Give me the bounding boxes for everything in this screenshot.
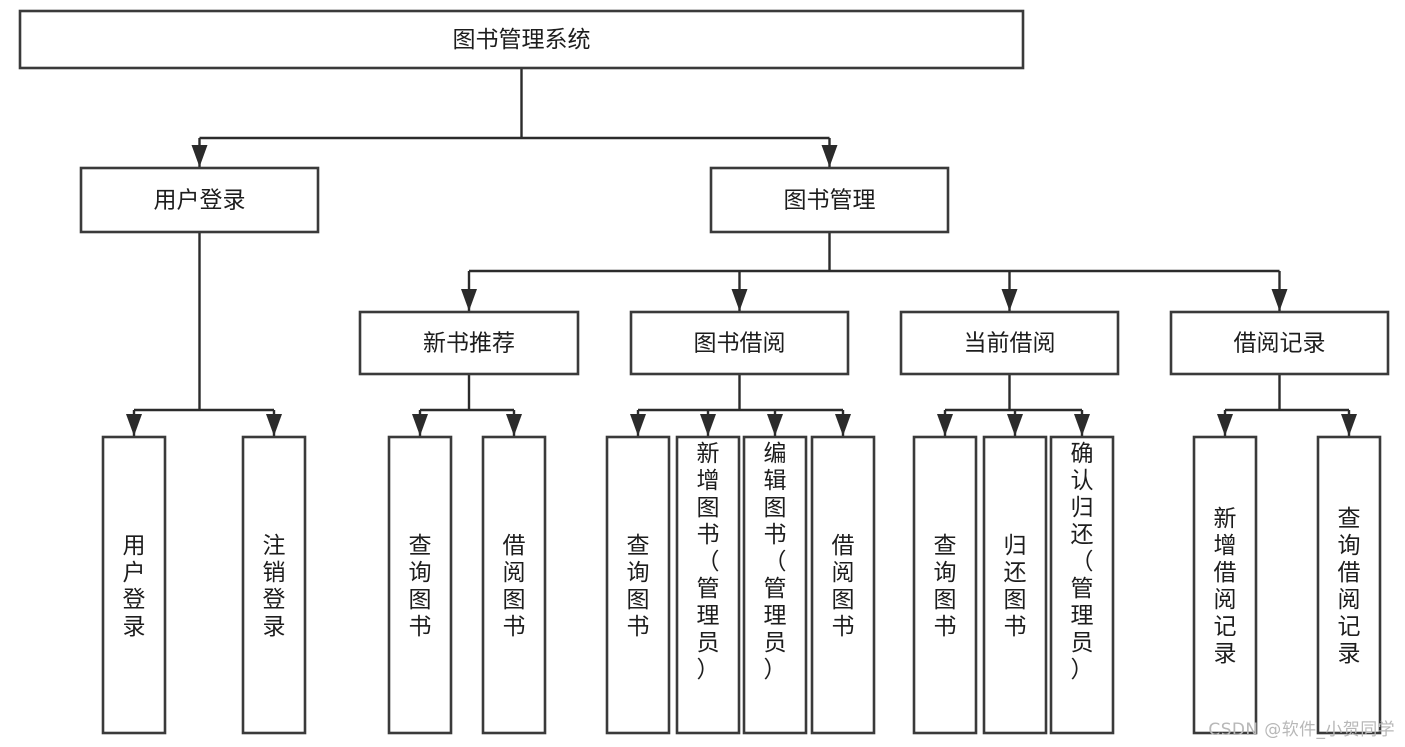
node-box xyxy=(1169,310,1390,376)
node-label: 查询图书 xyxy=(934,533,957,640)
arrowhead-icon xyxy=(767,414,783,436)
node-leaf-logout[interactable]: 注销登录 xyxy=(241,435,307,735)
watermark-text: CSDN @软件_小贺同学 xyxy=(1208,720,1395,740)
node-label: 图书管理系统 xyxy=(453,27,591,53)
node-leaf-borrow-book-2[interactable]: 借阅图书 xyxy=(810,435,876,735)
arrowhead-icon xyxy=(1271,289,1288,311)
arrowhead-icon xyxy=(126,414,142,436)
node-root[interactable]: 图书管理系统 xyxy=(18,9,1025,70)
connector-layer xyxy=(126,68,1357,436)
node-box xyxy=(481,435,547,735)
node-label: 查询借阅记录 xyxy=(1338,506,1361,667)
node-box xyxy=(241,435,307,735)
arrowhead-icon xyxy=(1007,414,1023,436)
node-label: 用户登录 xyxy=(123,533,146,640)
node-label: 用户登录 xyxy=(154,188,246,214)
node-label: 借阅图书 xyxy=(503,533,526,640)
node-box xyxy=(810,435,876,735)
arrowhead-icon xyxy=(630,414,646,436)
node-box xyxy=(912,435,978,735)
node-box xyxy=(358,310,580,376)
node-box xyxy=(709,166,950,234)
node-leaf-query-borrow-record[interactable]: 查询借阅记录 xyxy=(1316,435,1382,735)
node-book-borrow[interactable]: 图书借阅 xyxy=(629,310,850,376)
node-box xyxy=(675,435,741,735)
node-box xyxy=(982,435,1048,735)
node-label: 图书管理 xyxy=(784,188,876,214)
node-leaf-confirm-return-admin[interactable]: 确认归还（管理员） xyxy=(1049,435,1115,735)
node-label: 借阅记录 xyxy=(1234,331,1326,357)
arrowhead-icon xyxy=(1217,414,1233,436)
node-leaf-add-borrow-record[interactable]: 新增借阅记录 xyxy=(1192,435,1258,735)
node-label: 新书推荐 xyxy=(423,331,515,357)
node-leaf-user-login[interactable]: 用户登录 xyxy=(101,435,167,735)
node-label: 注销登录 xyxy=(263,533,286,640)
node-label: 新增借阅记录 xyxy=(1214,506,1237,667)
node-box xyxy=(101,435,167,735)
arrowhead-icon xyxy=(821,145,838,167)
node-label: 确认归还（管理员） xyxy=(1071,441,1094,683)
arrowhead-icon xyxy=(937,414,953,436)
arrowhead-icon xyxy=(412,414,428,436)
arrowhead-icon xyxy=(1001,289,1018,311)
arrowhead-icon xyxy=(731,289,748,311)
node-current-borrow[interactable]: 当前借阅 xyxy=(899,310,1120,376)
node-new-book-recommend[interactable]: 新书推荐 xyxy=(358,310,580,376)
arrowhead-icon xyxy=(191,145,208,167)
node-leaf-borrow-book-1[interactable]: 借阅图书 xyxy=(481,435,547,735)
node-borrow-record[interactable]: 借阅记录 xyxy=(1169,310,1390,376)
arrowhead-icon xyxy=(1074,414,1090,436)
arrowhead-icon xyxy=(700,414,716,436)
node-leaf-query-book-2[interactable]: 查询图书 xyxy=(605,435,671,735)
node-box xyxy=(1316,435,1382,735)
node-user-login[interactable]: 用户登录 xyxy=(79,166,320,234)
node-label: 图书借阅 xyxy=(694,331,786,357)
node-label: 归还图书 xyxy=(1004,533,1027,640)
node-box xyxy=(1192,435,1258,735)
node-layer: 图书管理系统用户登录图书管理新书推荐图书借阅当前借阅借阅记录用户登录注销登录查询… xyxy=(18,9,1390,735)
arrowhead-icon xyxy=(506,414,522,436)
node-leaf-query-book-3[interactable]: 查询图书 xyxy=(912,435,978,735)
arrowhead-icon xyxy=(461,289,477,311)
node-leaf-query-book-1[interactable]: 查询图书 xyxy=(387,435,453,735)
node-label: 当前借阅 xyxy=(964,331,1056,357)
node-book-management[interactable]: 图书管理 xyxy=(709,166,950,234)
node-leaf-edit-book-admin[interactable]: 编辑图书（管理员） xyxy=(742,435,808,735)
node-box xyxy=(742,435,808,735)
node-box xyxy=(18,9,1025,70)
node-label: 借阅图书 xyxy=(832,533,855,640)
node-leaf-add-book-admin[interactable]: 新增图书（管理员） xyxy=(675,435,741,735)
arrowhead-icon xyxy=(266,414,282,436)
node-label: 编辑图书（管理员） xyxy=(764,441,787,683)
node-label: 查询图书 xyxy=(627,533,650,640)
node-box xyxy=(899,310,1120,376)
node-box xyxy=(605,435,671,735)
node-box xyxy=(629,310,850,376)
arrowhead-icon xyxy=(1341,414,1357,436)
node-box xyxy=(387,435,453,735)
node-box xyxy=(1049,435,1115,735)
node-label: 新增图书（管理员） xyxy=(697,441,720,683)
node-label: 查询图书 xyxy=(409,533,432,640)
node-box xyxy=(79,166,320,234)
node-leaf-return-book[interactable]: 归还图书 xyxy=(982,435,1048,735)
arrowhead-icon xyxy=(835,414,851,436)
